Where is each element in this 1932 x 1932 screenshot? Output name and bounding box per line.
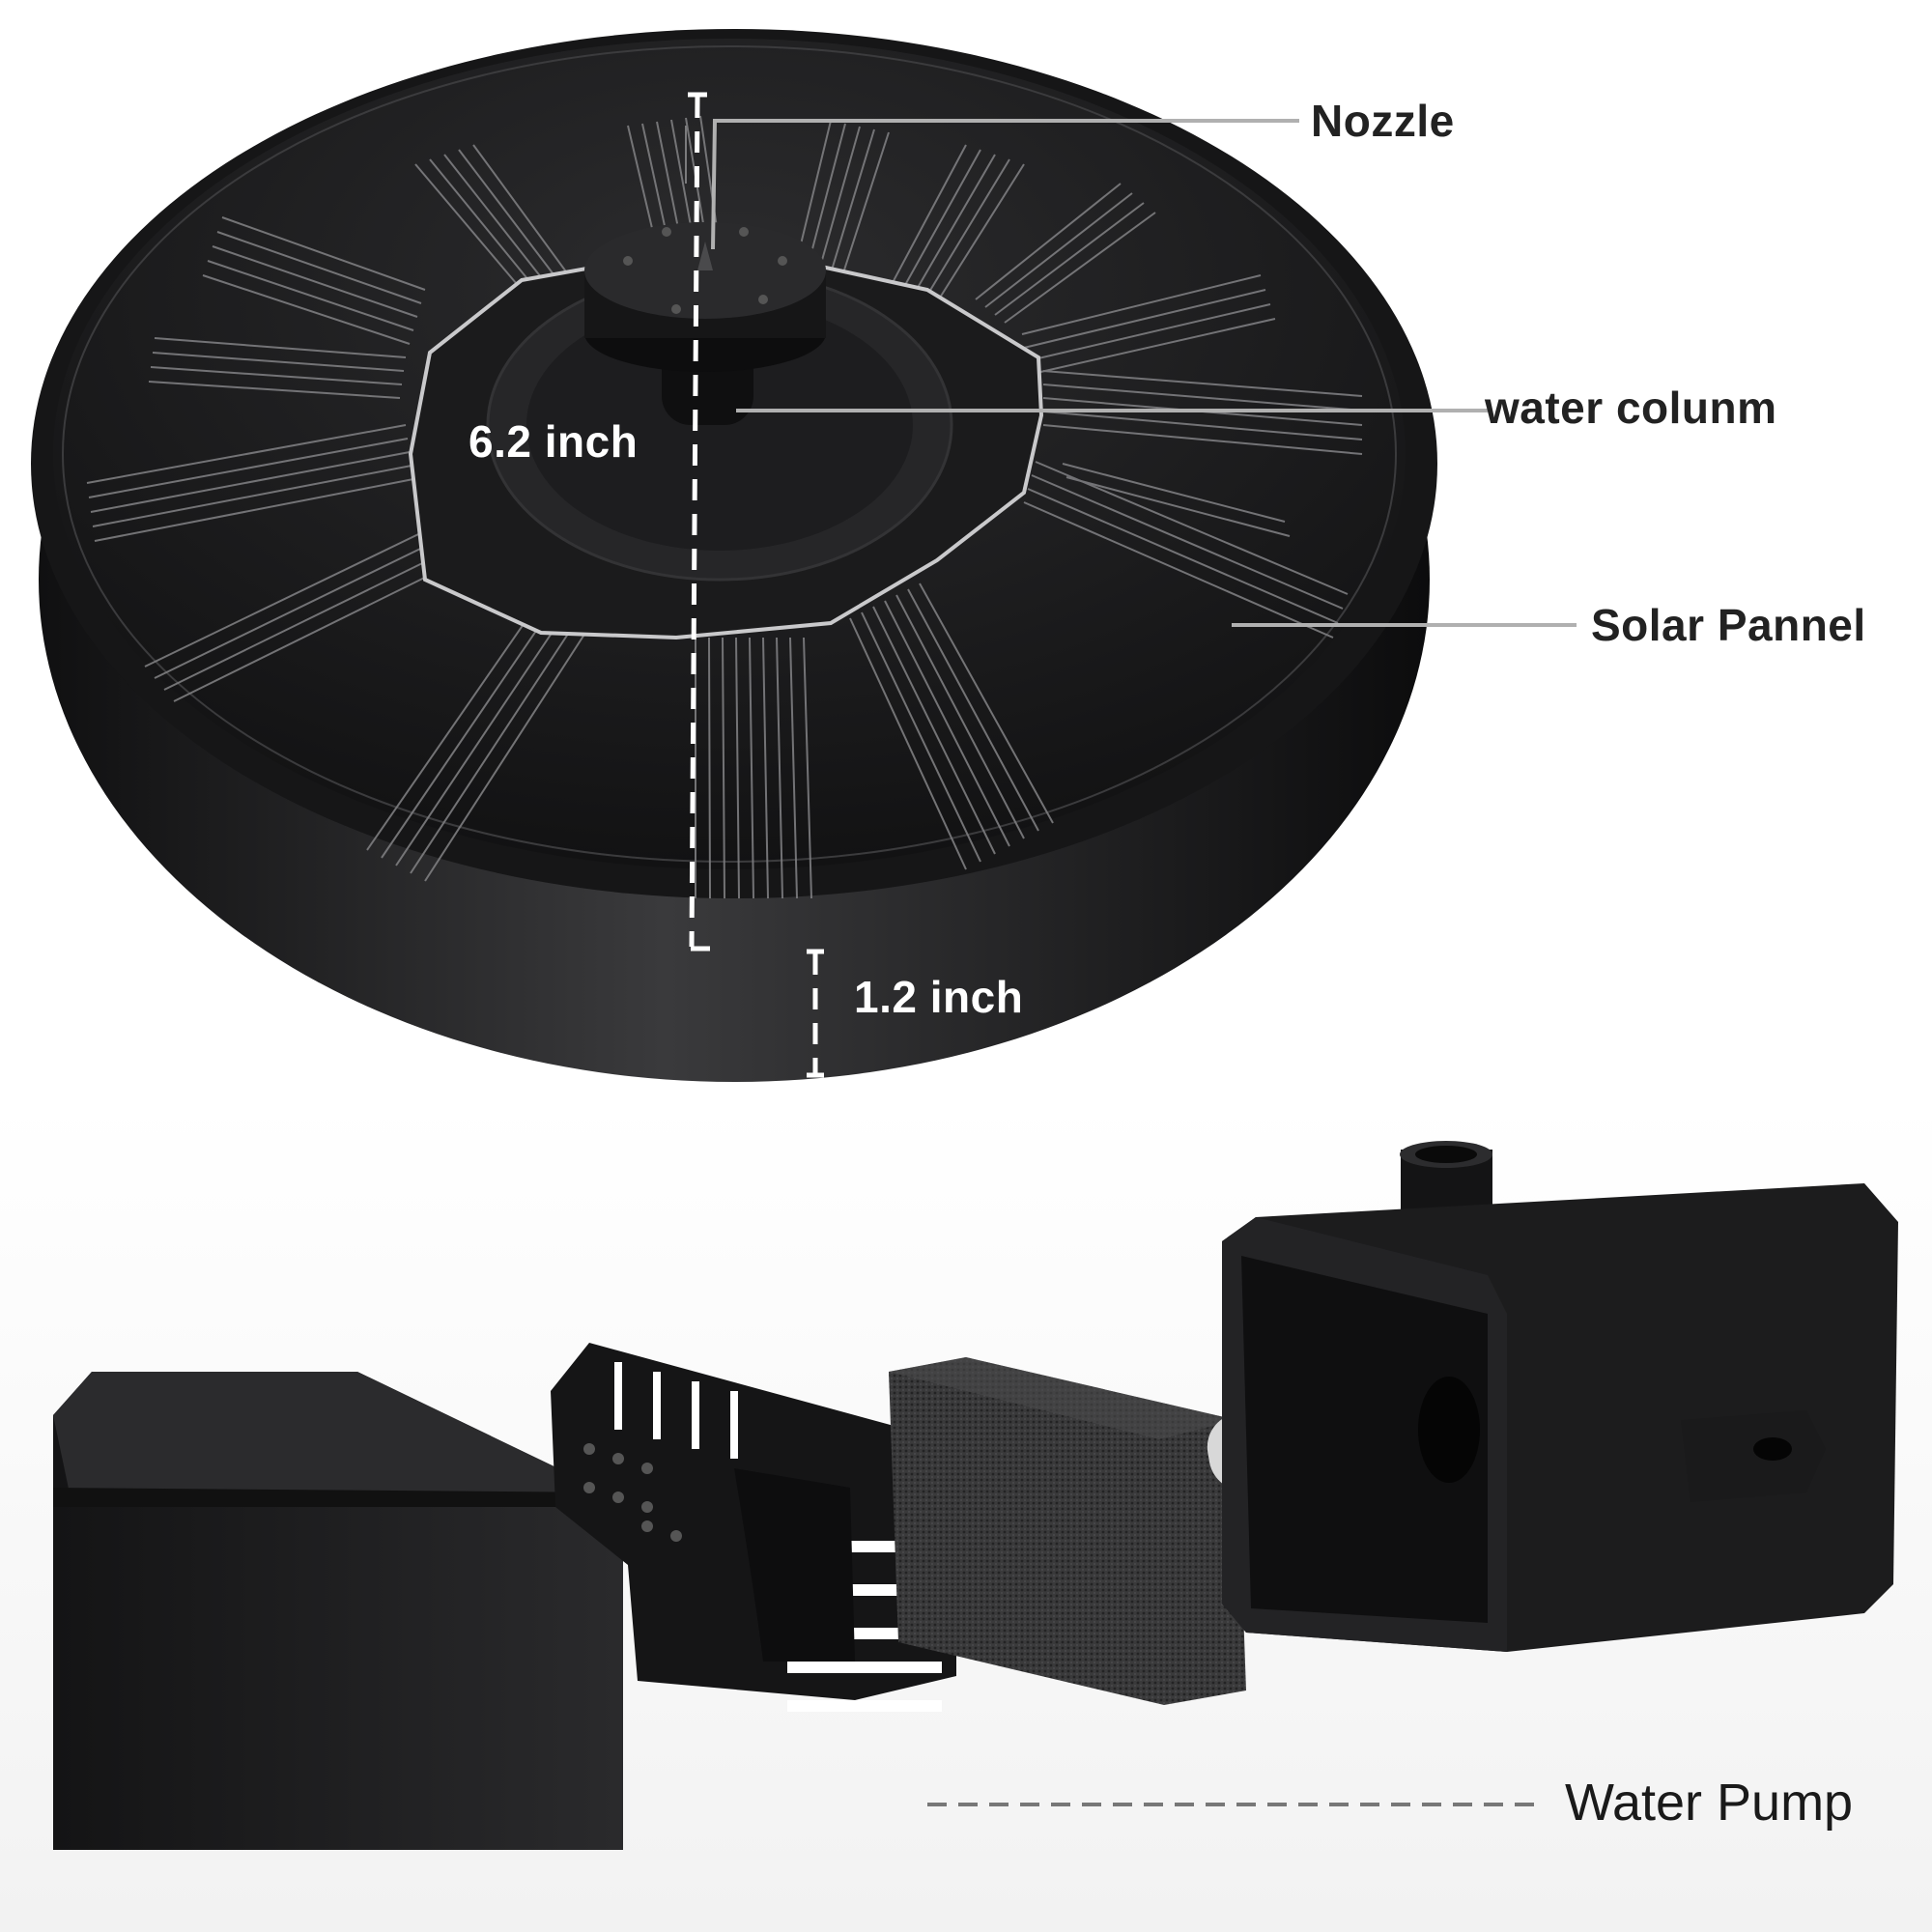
callout-lines [711, 119, 1577, 627]
water-column-label: water colunm [1485, 383, 1777, 433]
nozzle-assembly [584, 222, 826, 425]
water-pump-label: Water Pump [1565, 1774, 1854, 1832]
diameter-label: 6.2 inch [469, 416, 639, 467]
filter-cage [551, 1343, 956, 1712]
solar-panel-label: Solar Pannel [1591, 600, 1866, 650]
nozzle-label: Nozzle [1311, 96, 1455, 146]
height-dimension-line [807, 949, 824, 1078]
pump-cover-box [53, 1372, 623, 1850]
water-pump-body [1222, 1141, 1898, 1652]
height-label: 1.2 inch [854, 972, 1024, 1022]
foam-sponge [889, 1357, 1246, 1705]
solar-panel-disc [31, 29, 1437, 1082]
diameter-dimension-line [688, 92, 710, 952]
